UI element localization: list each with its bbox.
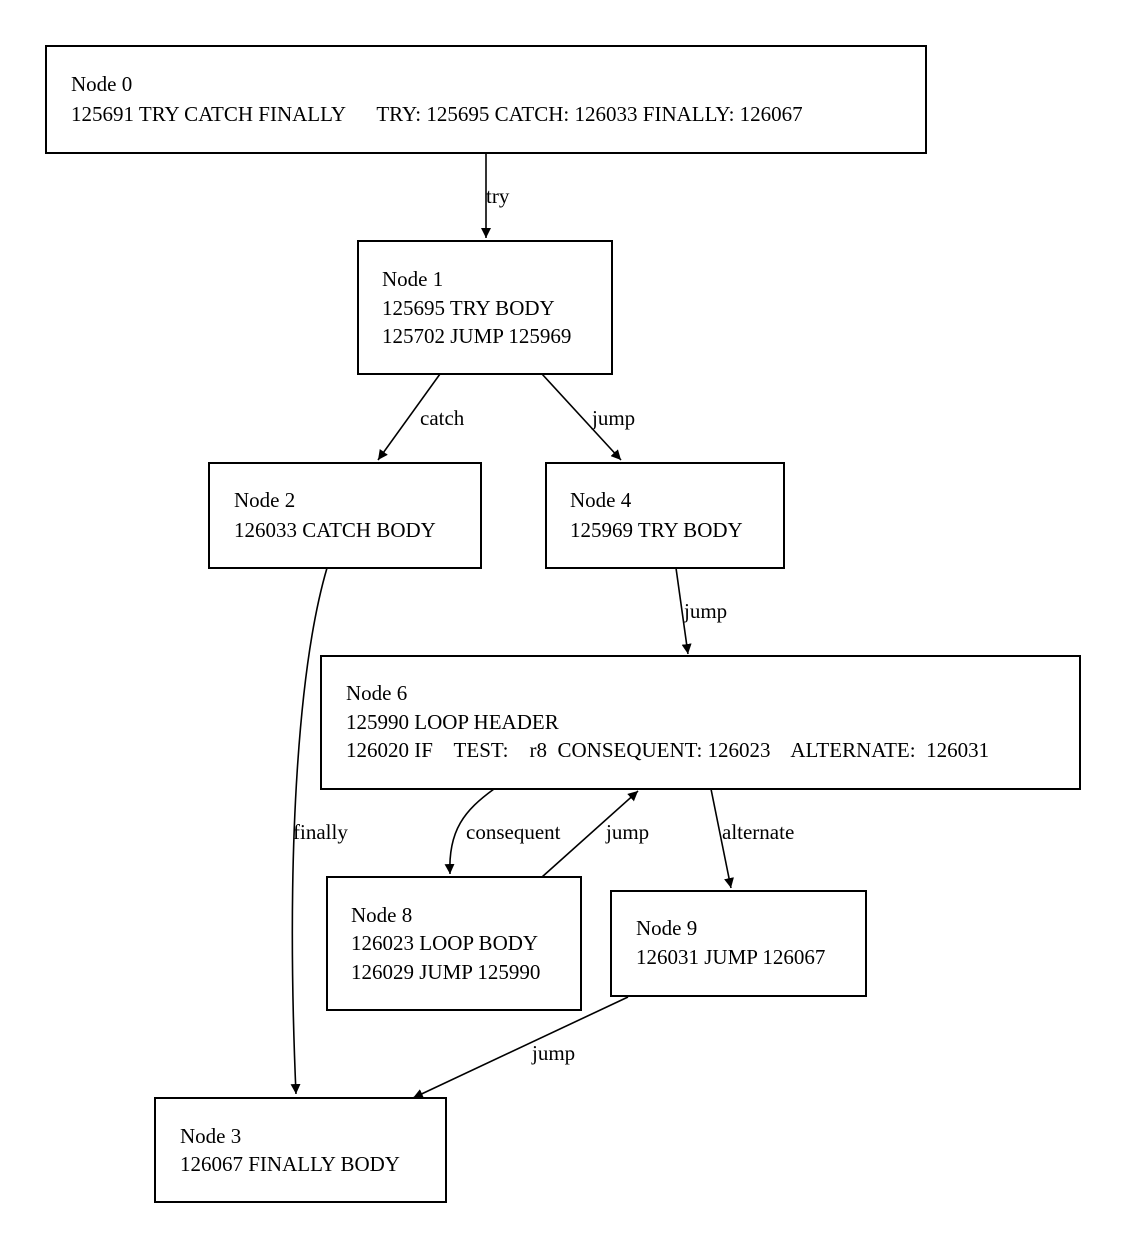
edge-alternate: alternate xyxy=(710,788,794,889)
node-0-title: Node 0 xyxy=(71,72,132,96)
edge-label-alternate: alternate xyxy=(722,820,794,844)
node-2: Node 2 126033 CATCH BODY xyxy=(208,462,482,569)
edge-label-jump: jump xyxy=(531,1041,575,1065)
node-8-title: Node 8 xyxy=(351,903,412,927)
node-1-title: Node 1 xyxy=(382,267,443,291)
node-9: Node 9 126031 JUMP 126067 xyxy=(610,890,867,997)
edge-jump-8-6: jump xyxy=(541,790,649,878)
edge-label-consequent: consequent xyxy=(466,820,561,844)
node-0-line: 125691 TRY CATCH FINALLY TRY: 125695 CAT… xyxy=(71,102,803,126)
node-1-line: 125702 JUMP 125969 xyxy=(382,324,571,348)
edge-catch: catch xyxy=(377,373,465,461)
edge-jump-1-4: jump xyxy=(541,373,635,461)
edge-label-jump: jump xyxy=(683,599,727,623)
node-6-title: Node 6 xyxy=(346,681,407,705)
node-8-line: 126029 JUMP 125990 xyxy=(351,960,540,984)
node-1-line: 125695 TRY BODY xyxy=(382,296,555,320)
node-3-title: Node 3 xyxy=(180,1124,241,1148)
node-6: Node 6 125990 LOOP HEADER 126020 IF TEST… xyxy=(320,655,1081,790)
node-8: Node 8 126023 LOOP BODY 126029 JUMP 1259… xyxy=(326,876,582,1011)
node-4-title: Node 4 xyxy=(570,488,632,512)
node-6-line: 126020 IF TEST: r8 CONSEQUENT: 126023 AL… xyxy=(346,738,989,762)
node-3-line: 126067 FINALLY BODY xyxy=(180,1152,400,1176)
node-6-line: 125990 LOOP HEADER xyxy=(346,710,559,734)
edge-jump-4-6: jump xyxy=(675,567,727,655)
edge-label-jump: jump xyxy=(605,820,649,844)
edge-label-jump: jump xyxy=(591,406,635,430)
edge-label-finally: finally xyxy=(293,820,348,844)
node-8-line: 126023 LOOP BODY xyxy=(351,931,538,955)
node-2-line: 126033 CATCH BODY xyxy=(234,518,436,542)
edge-consequent: consequent xyxy=(444,788,561,875)
edge-try: try xyxy=(481,153,510,238)
node-9-title: Node 9 xyxy=(636,916,697,940)
edge-label-try: try xyxy=(486,184,510,208)
edge-label-catch: catch xyxy=(420,406,465,430)
node-0: Node 0 125691 TRY CATCH FINALLY TRY: 125… xyxy=(45,45,927,154)
edge-jump-9-3: jump xyxy=(412,996,629,1099)
node-4: Node 4 125969 TRY BODY xyxy=(545,462,785,569)
node-9-line: 126031 JUMP 126067 xyxy=(636,945,825,969)
edge-finally: finally xyxy=(290,567,348,1095)
node-2-title: Node 2 xyxy=(234,488,295,512)
node-3: Node 3 126067 FINALLY BODY xyxy=(154,1097,447,1203)
node-1: Node 1 125695 TRY BODY 125702 JUMP 12596… xyxy=(357,240,613,375)
node-4-line: 125969 TRY BODY xyxy=(570,518,743,542)
